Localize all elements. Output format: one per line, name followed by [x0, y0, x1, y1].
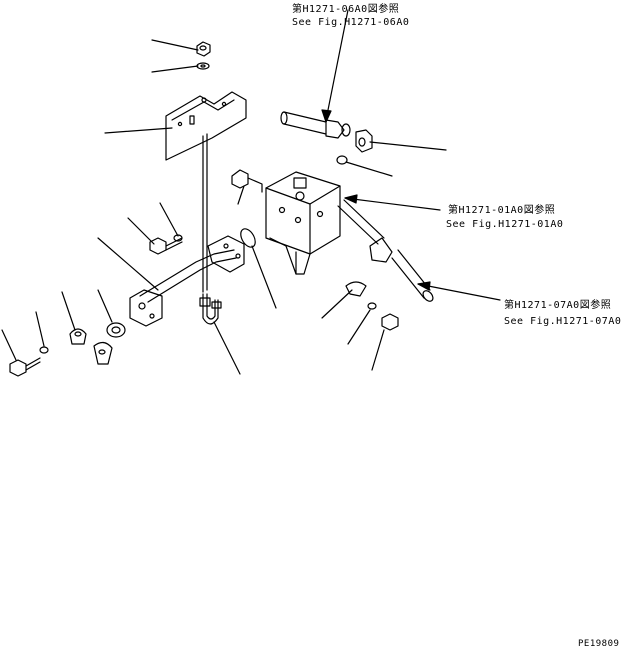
leader-lines: [1, 9, 501, 375]
ref-low-en: See Fig.H1271-07A0: [504, 316, 622, 327]
ref-top-jp: 第H1271-06A0図参照: [292, 4, 400, 15]
lever-knob: [240, 228, 256, 248]
bolt-upper: [149, 234, 183, 255]
u-bolt: [199, 293, 222, 325]
split-flange-1: [69, 328, 87, 345]
hose-lower: [337, 199, 434, 302]
bracket-plate: [165, 91, 247, 161]
o-ring: [336, 155, 348, 165]
lock-washer-lower: [39, 346, 49, 354]
valve-block: [265, 171, 341, 275]
washer-top: [196, 62, 210, 70]
ref-top-en: See Fig.H1271-06A0: [292, 17, 410, 28]
ref-mid-jp: 第H1271-01A0図参照: [448, 205, 556, 216]
bolt-lower: [9, 357, 41, 377]
nut-lower-right: [381, 313, 399, 331]
gasket: [106, 322, 126, 338]
washer-lower-right: [367, 302, 377, 310]
drawing-code: PE19809: [578, 639, 620, 649]
adapter-upper: [355, 129, 373, 153]
rod: [202, 133, 208, 293]
ref-low-jp: 第H1271-07A0図参照: [504, 300, 612, 311]
elbow-fitting: [231, 169, 263, 193]
hose-upper: [280, 111, 351, 139]
clamp-lower-right: [345, 281, 367, 297]
nut-top: [196, 41, 211, 57]
tube: [129, 235, 245, 327]
split-flange-2: [93, 341, 113, 365]
ref-mid-en: See Fig.H1271-01A0: [446, 219, 564, 230]
